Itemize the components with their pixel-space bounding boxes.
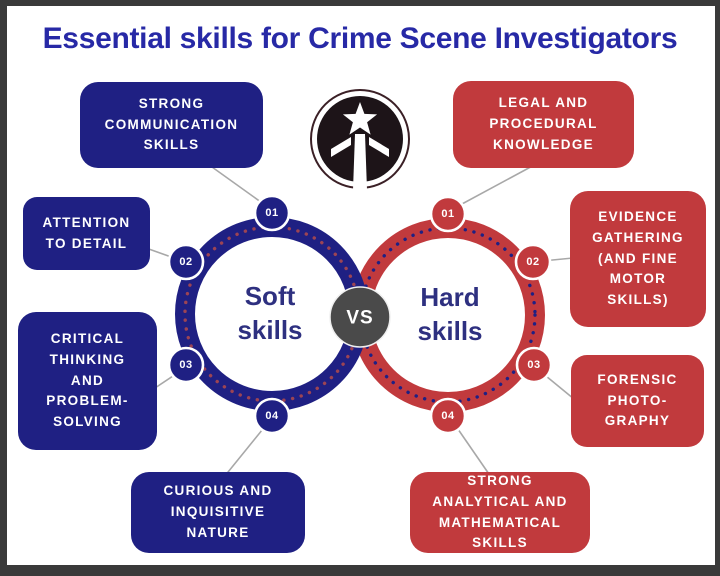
badge-circle: [514, 243, 552, 281]
badge-circle: [167, 243, 205, 281]
badge-circle: [253, 397, 291, 435]
badge-circle: [167, 346, 205, 384]
skill-box-label: LEGAL AND PROCEDURAL KNOWLEDGE: [489, 95, 598, 152]
badge-soft-03: 03: [167, 346, 205, 384]
badge-soft-02: 02: [167, 243, 205, 281]
badge-circle: [253, 194, 291, 232]
connector-line: [448, 162, 539, 212]
monument-icon: [353, 134, 367, 190]
vs-circle: [329, 286, 391, 348]
monument-icon: [331, 137, 351, 157]
skill-box-label: ATTENTION TO DETAIL: [42, 214, 131, 251]
skill-box-label: EVIDENCE GATHERING (AND FINE MOTOR SKILL…: [592, 208, 684, 308]
badge-hard-03: 03: [515, 346, 553, 384]
skill-box-label: STRONG COMMUNICATION SKILLS: [104, 95, 239, 153]
badge-soft-04: 04: [253, 397, 291, 435]
skill-box-label: STRONG ANALYTICAL AND MATHEMATICAL SKILL…: [432, 472, 568, 551]
brand-logo-icon: [310, 89, 410, 190]
badge-circle: [515, 346, 553, 384]
badge-number: 02: [179, 256, 192, 268]
badge-circle: [429, 195, 467, 233]
skill-box-legal-knowledge: LEGAL AND PROCEDURAL KNOWLEDGE: [453, 81, 634, 168]
badge-number: 01: [265, 207, 278, 219]
badge-number: 03: [527, 359, 540, 371]
badge-hard-01: 01: [429, 195, 467, 233]
soft-skills-label: Soft skills: [237, 281, 303, 345]
skill-box-attention-to-detail: ATTENTION TO DETAIL: [23, 197, 150, 270]
vs-label: VS: [346, 308, 373, 329]
page-title: Essential skills for Crime Scene Investi…: [42, 22, 678, 55]
monument-icon: [369, 137, 389, 157]
skill-box-curious-nature: CURIOUS AND INQUISITIVE NATURE: [131, 472, 305, 553]
badge-hard-02: 02: [514, 243, 552, 281]
vs-badge: VS: [329, 286, 391, 348]
badge-number: 01: [441, 208, 454, 220]
badge-soft-01: 01: [253, 194, 291, 232]
badge-number: 04: [441, 410, 455, 422]
skill-box-evidence-gathering: EVIDENCE GATHERING (AND FINE MOTOR SKILL…: [570, 191, 706, 327]
skill-box-forensic-photography: FORENSIC PHOTO- GRAPHY: [571, 355, 704, 447]
badge-number: 02: [526, 256, 539, 268]
badge-number: 04: [265, 410, 279, 422]
skill-box-label: CRITICAL THINKING AND PROBLEM- SOLVING: [46, 330, 129, 430]
skill-box-strong-communication: STRONG COMMUNICATION SKILLS: [80, 82, 263, 168]
badge-circle: [429, 397, 467, 435]
skill-box-analytical-skills: STRONG ANALYTICAL AND MATHEMATICAL SKILL…: [410, 472, 590, 553]
skill-box-label: FORENSIC PHOTO- GRAPHY: [597, 371, 678, 429]
badge-number: 03: [179, 359, 192, 371]
skill-box-label: CURIOUS AND INQUISITIVE NATURE: [163, 483, 273, 540]
badge-hard-04: 04: [429, 397, 467, 435]
hard-skills-label: Hard skills: [417, 282, 483, 346]
star-icon: [342, 102, 378, 135]
skill-box-critical-thinking: CRITICAL THINKING AND PROBLEM- SOLVING: [18, 312, 157, 450]
